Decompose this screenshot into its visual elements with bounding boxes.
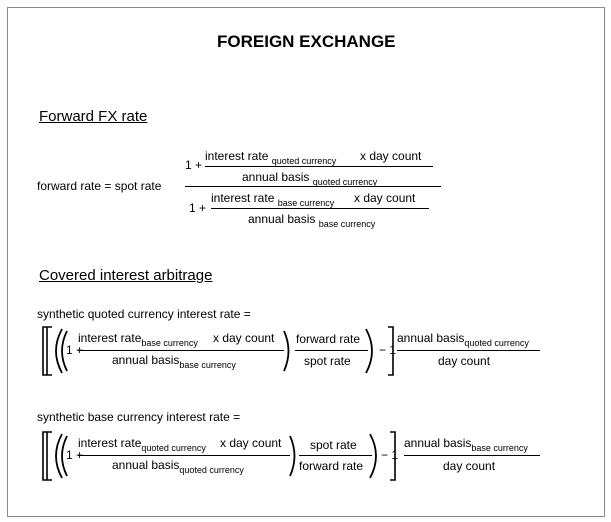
eq1-ratio-numerator: forward rate	[296, 332, 361, 346]
den-day-count: x day count	[354, 191, 416, 205]
den-basis-subscript: base currency	[318, 219, 376, 229]
eq1-basis: annual basisbase currency	[112, 353, 236, 370]
eq2-end-numerator: annual basisbase currency	[404, 436, 528, 453]
forward-fx-heading: Forward FX rate	[39, 108, 148, 125]
eq1-inner-right-paren	[283, 330, 290, 372]
eq2-right-bracket	[390, 431, 396, 481]
eq2-basis-label: annual basis	[112, 458, 180, 472]
den-fraction-bar	[211, 208, 429, 209]
main-fraction-bar	[185, 186, 441, 187]
den-basis: annual basis base currency	[248, 212, 376, 229]
den-rate: interest rate base currency	[211, 191, 335, 208]
num-rate-label: interest rate	[205, 149, 269, 163]
page-title: FOREIGN EXCHANGE	[217, 32, 396, 51]
eq2-inner-right-paren	[289, 435, 296, 477]
eq1-basis-subscript: base currency	[179, 360, 236, 370]
eq1-rate: interest ratebase currency	[78, 331, 198, 348]
eq1-rate-subscript: base currency	[141, 338, 198, 348]
eq1-end-numerator: annual basisquoted currency	[397, 331, 529, 348]
eq2-outer-right-paren	[369, 433, 377, 479]
eq2-minus-one: − 1	[381, 448, 399, 462]
eq2-rate: interest ratequoted currency	[78, 436, 206, 453]
eq2-ratio-denominator: forward rate	[299, 459, 364, 473]
eq1-end-fraction-bar	[397, 350, 540, 351]
eq1-day-count: x day count	[213, 331, 275, 345]
eq2-inner-fraction-bar	[78, 455, 290, 456]
eq2-outer-left-paren	[55, 433, 63, 479]
num-basis-subscript: quoted currency	[312, 177, 378, 187]
num-one-plus: 1 +	[185, 158, 203, 172]
den-basis-label: annual basis	[248, 212, 316, 226]
den-one-plus: 1 +	[189, 201, 207, 215]
eq1-right-bracket	[388, 326, 394, 376]
eq2-ratio-numerator: spot rate	[310, 438, 357, 452]
eq2-basis-subscript: quoted currency	[179, 465, 244, 475]
eq1-outer-left-paren	[55, 328, 63, 374]
eq2-end-num-label: annual basis	[404, 436, 472, 450]
eq1-minus-one: − 1	[379, 343, 397, 357]
eq2-ratio-bar	[299, 455, 372, 456]
eq2-day-count: x day count	[220, 436, 282, 450]
eq1-inner-left-paren	[61, 330, 68, 372]
eq1-basis-label: annual basis	[112, 353, 180, 367]
den-rate-label: interest rate	[211, 191, 275, 205]
eq1-end-denominator: day count	[438, 354, 491, 368]
eq1-left-double-bracket	[42, 326, 52, 376]
eq2-end-denominator: day count	[443, 459, 496, 473]
eq1-ratio-bar	[295, 350, 368, 351]
eq2-inner-left-paren	[61, 435, 68, 477]
forward-formula-lhs: forward rate = spot rate	[37, 179, 162, 193]
eq1-ratio-denominator: spot rate	[304, 354, 351, 368]
num-fraction-bar	[205, 166, 433, 167]
num-day-count: x day count	[360, 149, 422, 163]
num-basis: annual basis quoted currency	[242, 170, 378, 187]
eq2-basis: annual basisquoted currency	[112, 458, 244, 475]
num-basis-label: annual basis	[242, 170, 310, 184]
eq1-one-plus: 1 +	[66, 343, 84, 357]
covered-interest-heading: Covered interest arbitrage	[39, 267, 213, 284]
eq1-label: synthetic quoted currency interest rate …	[37, 307, 251, 321]
eq1-end-num-label: annual basis	[397, 331, 465, 345]
document-frame: FOREIGN EXCHANGE Forward FX rate forward…	[7, 7, 605, 517]
eq2-rate-subscript: quoted currency	[141, 443, 206, 453]
eq2-rate-label: interest rate	[78, 436, 142, 450]
eq1-inner-fraction-bar	[78, 350, 284, 351]
den-rate-subscript: base currency	[277, 198, 335, 208]
eq2-left-double-bracket	[42, 431, 52, 481]
eq1-outer-right-paren	[365, 328, 373, 374]
eq1-rate-label: interest rate	[78, 331, 142, 345]
num-rate: interest rate quoted currency	[205, 149, 337, 166]
eq1-end-num-subscript: quoted currency	[464, 338, 529, 348]
eq2-end-num-subscript: base currency	[471, 443, 528, 453]
eq2-label: synthetic base currency interest rate =	[37, 410, 241, 424]
eq2-end-fraction-bar	[404, 455, 540, 456]
eq2-one-plus: 1 +	[66, 448, 84, 462]
num-rate-subscript: quoted currency	[271, 156, 337, 166]
